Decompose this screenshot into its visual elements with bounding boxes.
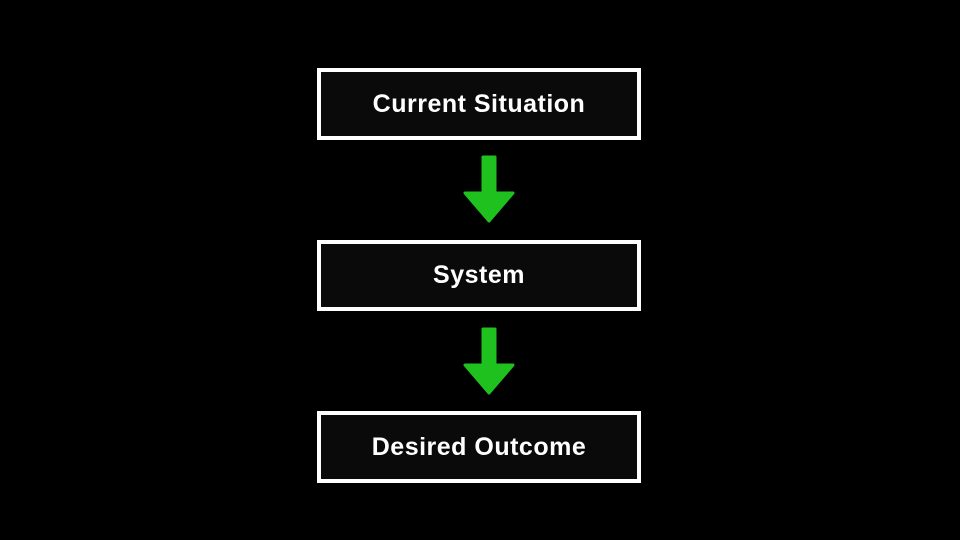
flow-node-system: System — [317, 240, 641, 311]
down-arrow-icon — [463, 327, 515, 395]
node-label: System — [433, 261, 525, 289]
flow-node-desired-outcome: Desired Outcome — [317, 411, 641, 483]
down-arrow-icon — [463, 155, 515, 223]
node-label: Desired Outcome — [371, 432, 587, 461]
flow-node-current-situation: Current Situation — [317, 68, 641, 140]
down-arrow-shape — [463, 327, 515, 395]
down-arrow-shape — [463, 155, 515, 223]
node-label: Current Situation — [372, 89, 586, 118]
